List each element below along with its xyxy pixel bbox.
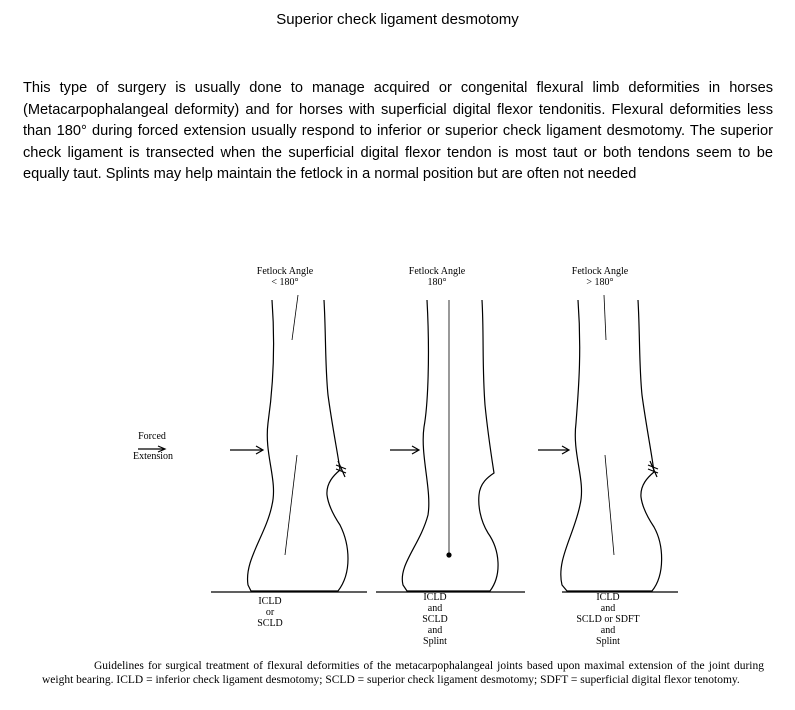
- panel-2-treatment-line-1: ICLD: [423, 592, 447, 603]
- panel-2-angle-label: Fetlock Angle: [408, 266, 466, 277]
- figure-caption: Guidelines for surgical treatment of fle…: [42, 660, 764, 686]
- axis-line-upper: [603, 294, 607, 341]
- ergot-tuft: [335, 460, 347, 478]
- panel-1-treatment-line-2: or: [265, 607, 275, 618]
- axis-line-lower: [604, 454, 615, 556]
- axis-line-upper: [291, 294, 299, 341]
- limb-outline: [560, 299, 663, 592]
- ergot-tuft: [647, 460, 659, 478]
- panel-1-treatment-line-1: ICLD: [258, 596, 282, 607]
- extension-label: Extension: [133, 451, 173, 462]
- panel-2-treatment-line-4: and: [427, 625, 443, 636]
- force-arrowhead: [411, 445, 421, 455]
- panel-3-treatment-line-5: Splint: [596, 636, 620, 647]
- axis-line-lower: [284, 454, 298, 556]
- limb-outline: [246, 299, 349, 592]
- body-paragraph: This type of surgery is usually done to …: [23, 80, 773, 182]
- page-title: Superior check ligament desmotomy: [276, 11, 519, 28]
- limb-outline: [401, 299, 499, 592]
- force-arrowhead: [561, 445, 571, 455]
- panel-2-angle-value: 180°: [427, 277, 447, 288]
- panel-1-angle-label: Fetlock Angle: [256, 266, 314, 277]
- panel-3-treatment-line-2: and: [600, 603, 616, 614]
- panel-3-angle-value: > 180°: [586, 277, 614, 288]
- flexural-deformity-figure: Forced Extension Fetlock Angle < 180° Fe…: [0, 255, 795, 655]
- panel-2-treatment-line-5: Splint: [423, 636, 447, 647]
- panel-2-treatment-line-3: SCLD: [422, 614, 448, 625]
- limb-panel-1: [211, 294, 367, 593]
- limb-panel-2: [376, 299, 525, 593]
- panel-1-angle-value: < 180°: [271, 277, 299, 288]
- panel-3-treatment-line-4: and: [600, 625, 616, 636]
- axis-end-dot: [446, 552, 452, 558]
- limb-diagram: [138, 294, 678, 593]
- legend-arrowhead: [157, 445, 167, 453]
- panel-1-treatment-line-3: SCLD: [257, 618, 283, 629]
- panel-3-angle-label: Fetlock Angle: [571, 266, 629, 277]
- forced-label: Forced: [138, 431, 166, 442]
- panel-3-treatment-line-3: SCLD or SDFT: [576, 614, 640, 625]
- force-arrowhead: [255, 445, 265, 455]
- panel-2-treatment-line-2: and: [427, 603, 443, 614]
- panel-3-treatment-line-1: ICLD: [596, 592, 620, 603]
- limb-panel-3: [538, 294, 678, 593]
